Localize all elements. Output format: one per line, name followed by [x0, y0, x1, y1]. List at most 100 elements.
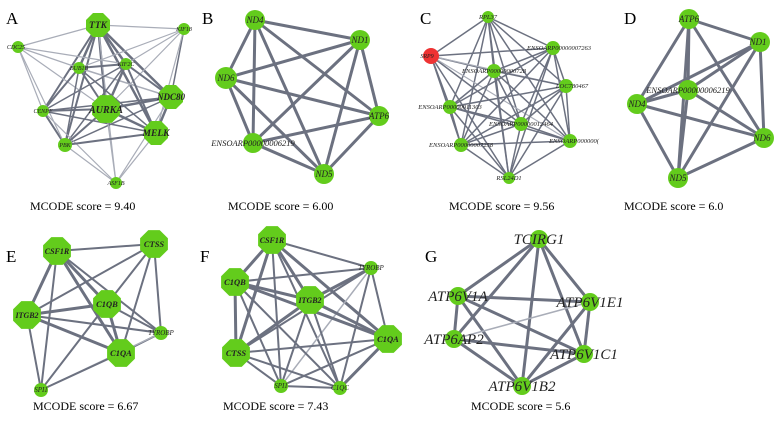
node-label: ENSOARP00000011303: [417, 104, 482, 111]
node: [43, 237, 71, 265]
edge: [115, 96, 172, 184]
edge-layer: [430, 16, 571, 179]
edge: [224, 76, 326, 176]
edge-layer: [635, 17, 766, 180]
mcode-score: MCODE score = 6.00: [228, 199, 333, 213]
node: [243, 133, 263, 153]
edge: [26, 314, 162, 334]
edge: [96, 23, 158, 135]
node: [178, 23, 190, 35]
node: [627, 94, 647, 114]
edge: [271, 239, 282, 387]
node-label: TYROBP: [148, 329, 174, 337]
node: [93, 290, 121, 318]
node-label: TYROBP: [358, 264, 384, 272]
panel-b: ND4ND1ND6ATP6ENSOARP00000006219ND5BMCODE…: [202, 9, 390, 213]
node: [374, 325, 402, 353]
node-label: C1QC: [331, 384, 349, 392]
edge: [508, 47, 554, 179]
edge: [42, 67, 80, 112]
node: [454, 138, 468, 152]
node: [245, 10, 265, 30]
edge: [17, 46, 127, 65]
edge: [64, 67, 80, 146]
edge: [322, 114, 381, 176]
edge: [42, 63, 127, 112]
edge: [687, 17, 762, 44]
node-label: ATP6AP2: [423, 332, 484, 348]
node-label: C1QA: [377, 334, 399, 344]
edge: [487, 16, 522, 125]
edge: [430, 16, 489, 57]
edge: [253, 18, 362, 42]
node: [449, 287, 467, 305]
edge: [493, 70, 510, 179]
panel-letter: F: [200, 247, 209, 266]
edge: [253, 18, 381, 118]
mcode-score: MCODE score = 6.0: [624, 199, 723, 213]
node-label: ND5: [668, 173, 687, 183]
node-label: ND4: [627, 99, 646, 109]
edge: [17, 46, 44, 112]
edge: [253, 18, 326, 176]
edge: [676, 136, 766, 180]
node: [750, 32, 770, 52]
node: [258, 226, 286, 254]
node-label: C1QA: [110, 348, 132, 358]
edge: [235, 338, 389, 354]
node-label: ATP6: [678, 14, 700, 24]
edge: [520, 352, 586, 388]
edge-layer: [224, 18, 381, 176]
node: [159, 85, 183, 109]
edge: [251, 18, 257, 145]
node-label: BUB1B: [70, 66, 89, 72]
edge: [280, 299, 311, 387]
node-label: ND6: [216, 73, 235, 83]
edge-layer: [233, 238, 390, 390]
edge: [120, 243, 155, 354]
edge: [520, 237, 541, 388]
panel-letter: D: [624, 9, 636, 28]
node: [58, 138, 72, 152]
node: [668, 168, 688, 188]
edge: [453, 301, 591, 340]
panel-letter: C: [420, 9, 431, 28]
edge: [251, 114, 381, 145]
node: [445, 330, 463, 348]
edge: [635, 102, 680, 180]
edge: [234, 298, 312, 355]
node: [215, 67, 237, 89]
edge: [78, 67, 157, 134]
node-label: SPI1: [34, 386, 48, 394]
panel-c: RPL37SRP9ENSOARP00000007263ENSOARP000000…: [417, 9, 599, 213]
edge: [520, 300, 592, 388]
node-label: ND5: [314, 169, 333, 179]
edge: [537, 237, 586, 356]
node-label: AURKA: [88, 105, 123, 116]
node-label: C1QB: [96, 299, 118, 309]
node-label: ATP6V1B2: [488, 379, 556, 395]
node-label: SPI1: [274, 382, 288, 390]
node: [678, 80, 698, 100]
node-label: TTK: [89, 21, 108, 31]
node: [37, 105, 49, 117]
node-label: ATP6V1A: [427, 289, 488, 305]
node-label: KIF2C: [117, 62, 136, 68]
panel-letter: E: [6, 247, 16, 266]
edge: [758, 40, 766, 140]
edge: [42, 24, 99, 112]
edge: [358, 38, 381, 118]
edge: [280, 267, 372, 387]
edge: [78, 28, 185, 69]
edge: [430, 55, 522, 125]
edge: [155, 28, 185, 134]
node-label: NDC80: [156, 92, 186, 102]
edge: [224, 76, 255, 145]
edge: [635, 40, 762, 106]
edge: [17, 46, 66, 146]
node-label: ENSOARP00000007263: [526, 45, 592, 52]
edge: [449, 70, 495, 108]
